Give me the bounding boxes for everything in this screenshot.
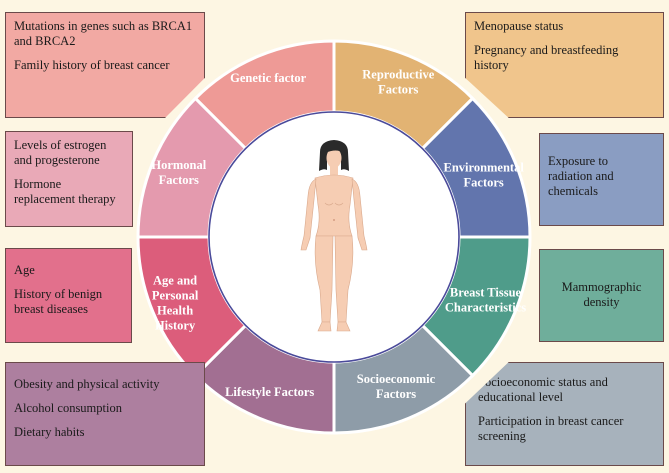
environmental-factors-box: Exposure to radiation and chemicals <box>539 133 664 226</box>
risk-item: Hormone replacement therapy <box>14 177 116 206</box>
risk-item: Age <box>14 263 35 277</box>
risk-item: Pregnancy and breastfeeding history <box>474 43 619 72</box>
human-figure-icon <box>300 140 368 332</box>
risk-item: Dietary habits <box>14 425 85 439</box>
risk-item: Family history of breast cancer <box>14 58 170 72</box>
risk-item: History of benign breast diseases <box>14 287 103 316</box>
center-circle <box>208 111 460 363</box>
risk-item: Obesity and physical activity <box>14 377 160 391</box>
risk-item: Participation in breast cancer screening <box>478 414 624 443</box>
risk-item: Menopause status <box>474 19 564 33</box>
segment-label-genetic: Genetic factor <box>230 71 306 85</box>
risk-item: Socioeconomic status and educational lev… <box>478 375 608 404</box>
risk-item: Levels of estrogen and progesterone <box>14 138 107 167</box>
risk-item: Alcohol consumption <box>14 401 122 415</box>
socioeconomic-factors-box: Socioeconomic status and educational lev… <box>465 362 664 466</box>
risk-item: Mammographic density <box>561 280 642 309</box>
risk-item: Mutations in genes such as BRCA1 and BRC… <box>14 19 193 48</box>
risk-item: Exposure to radiation and chemicals <box>548 154 614 198</box>
segment-label-lifestyle: Lifestyle Factors <box>225 385 314 399</box>
breast-tissue-box: Mammographic density <box>539 249 664 342</box>
genetic-factor-box: Mutations in genes such as BRCA1 and BRC… <box>5 12 205 118</box>
